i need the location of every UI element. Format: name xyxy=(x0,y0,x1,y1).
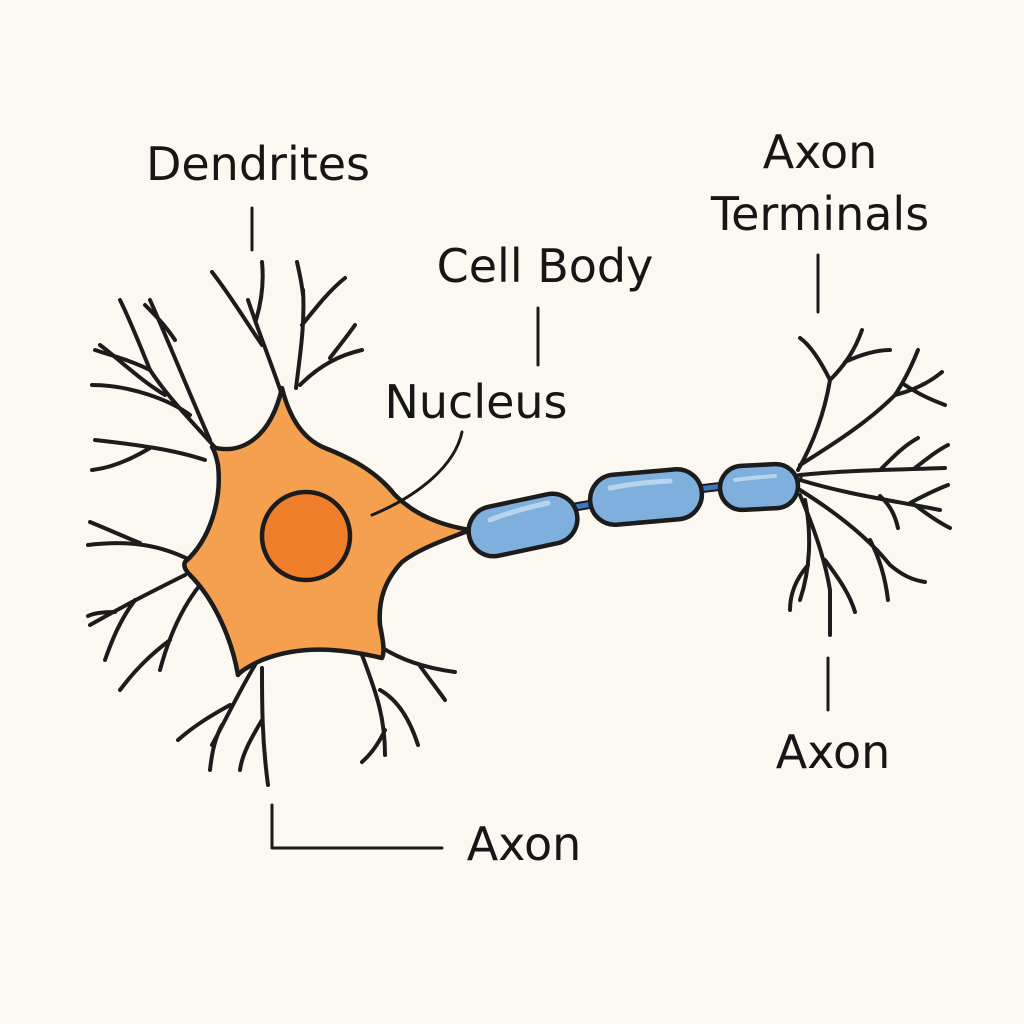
nucleus-leader xyxy=(370,430,464,517)
dendrite-branch xyxy=(210,260,284,397)
terminal-branch xyxy=(798,488,927,602)
dendrite-branch xyxy=(86,573,187,662)
axon-bottom-leader xyxy=(270,803,444,850)
dendrite-branch xyxy=(176,663,257,772)
label-nucleus: Nucleus xyxy=(384,375,567,429)
dendrite-branch xyxy=(238,666,270,787)
myelin-highlight xyxy=(733,474,777,482)
dendrite-branch xyxy=(93,298,152,372)
myelin-sheath xyxy=(466,461,801,559)
terminal-branch xyxy=(798,436,950,477)
dendrite-branch xyxy=(118,583,202,692)
dendrite-branch xyxy=(90,438,207,472)
terminal-branch xyxy=(798,478,952,530)
dendrite-branch xyxy=(360,653,420,764)
label-dendrites: Dendrites xyxy=(146,137,370,191)
dendrites xyxy=(86,260,457,787)
terminal-branch xyxy=(788,498,812,612)
label-cell-body: Cell Body xyxy=(437,239,654,293)
leader-lines xyxy=(250,206,830,850)
dendrite-branch xyxy=(294,260,347,390)
label-axon-terminals-line1: Axon xyxy=(763,125,878,179)
terminal-branch xyxy=(798,348,947,467)
dendrite-branch xyxy=(143,298,212,442)
label-axon-right: Axon xyxy=(776,725,891,779)
dendrite-branch xyxy=(298,323,364,387)
terminal-branch xyxy=(796,328,892,472)
label-axon-bottom: Axon xyxy=(467,817,582,871)
myelin-segment xyxy=(587,467,705,527)
axon-terminals xyxy=(788,328,952,637)
myelin-segment xyxy=(466,491,580,559)
labels: Dendrites Axon Terminals Cell Body Nucle… xyxy=(146,125,929,871)
label-axon-terminals-line2: Terminals xyxy=(710,187,929,241)
dendrite-branch xyxy=(86,520,192,562)
myelin-highlight xyxy=(607,478,673,491)
nucleus xyxy=(259,489,353,583)
myelin-segment xyxy=(717,461,801,513)
myelin-highlight xyxy=(487,500,551,523)
